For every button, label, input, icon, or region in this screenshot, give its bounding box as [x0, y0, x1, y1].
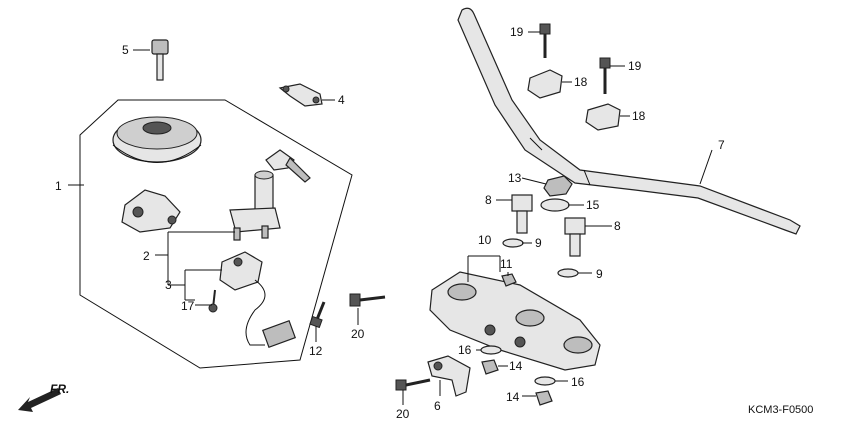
screw-17-part: [208, 289, 218, 313]
ignition-assembly-outline: [79, 99, 353, 369]
callout-2: 2: [143, 249, 150, 263]
bolt-20b-part: [395, 378, 431, 391]
callout-16a: 16: [458, 343, 472, 357]
switch-housing-part: [121, 189, 181, 233]
bolt-12-part: [309, 301, 326, 329]
handlebar-part: [457, 7, 801, 235]
callout-3: 3: [165, 278, 172, 292]
callout-20a: 20: [351, 327, 365, 341]
diagram-code: KCM3-F0500: [748, 404, 813, 416]
leader-lines: [68, 31, 713, 405]
callout-12: 12: [309, 344, 323, 358]
callout-8b: 8: [614, 219, 621, 233]
callout-14b: 14: [506, 390, 520, 404]
callout-6: 6: [434, 399, 441, 413]
callout-19a: 19: [510, 25, 524, 39]
bracket-4-part: [278, 83, 323, 107]
clamp-6-part: [427, 355, 471, 397]
callout-13: 13: [508, 171, 522, 185]
washer-9b-part: [557, 268, 579, 278]
washer-16a-part: [480, 345, 502, 355]
callout-7: 7: [718, 138, 725, 152]
washer-15-part: [540, 198, 570, 212]
front-direction-indicator: FR.: [18, 382, 69, 412]
callout-19b: 19: [628, 59, 642, 73]
washer-16b-part: [534, 376, 556, 386]
callout-20b: 20: [396, 407, 410, 421]
ignition-cover-part: [112, 116, 202, 163]
callout-16b: 16: [571, 375, 585, 389]
callout-14a: 14: [509, 359, 523, 373]
lock-cylinder-part: [219, 251, 297, 349]
callout-11: 11: [500, 257, 513, 271]
callout-10: 10: [478, 233, 492, 247]
front-arrow-icon: [18, 388, 61, 412]
bolt-19-part: [539, 23, 611, 94]
callout-18b: 18: [632, 109, 646, 123]
top-bridge-part: [429, 271, 601, 371]
callout-9b: 9: [596, 267, 603, 281]
washer-9a-part: [502, 238, 524, 248]
nut-14a-part: [481, 359, 499, 375]
callout-18a: 18: [574, 75, 588, 89]
callout-9a: 9: [535, 236, 542, 250]
callout-labels: 1 2 3 4 5 6 7 8 8 9 9 10 11 12 13 14 14 …: [55, 25, 725, 421]
nut-13-part: [543, 175, 573, 197]
upper-holder-part: [527, 69, 621, 131]
callout-17: 17: [181, 299, 195, 313]
lower-holder-part: [511, 194, 586, 257]
callout-4: 4: [338, 93, 345, 107]
nut-11-part: [501, 273, 517, 287]
callout-1: 1: [55, 179, 62, 193]
callout-5: 5: [122, 43, 129, 57]
callout-8a: 8: [485, 193, 492, 207]
nut-14b-part: [535, 390, 553, 406]
callout-15: 15: [586, 198, 600, 212]
key-5-part: [151, 39, 169, 81]
front-direction-label: FR.: [50, 382, 69, 396]
bolt-20a-part: [349, 293, 386, 307]
ignition-switch-part: [229, 149, 311, 241]
